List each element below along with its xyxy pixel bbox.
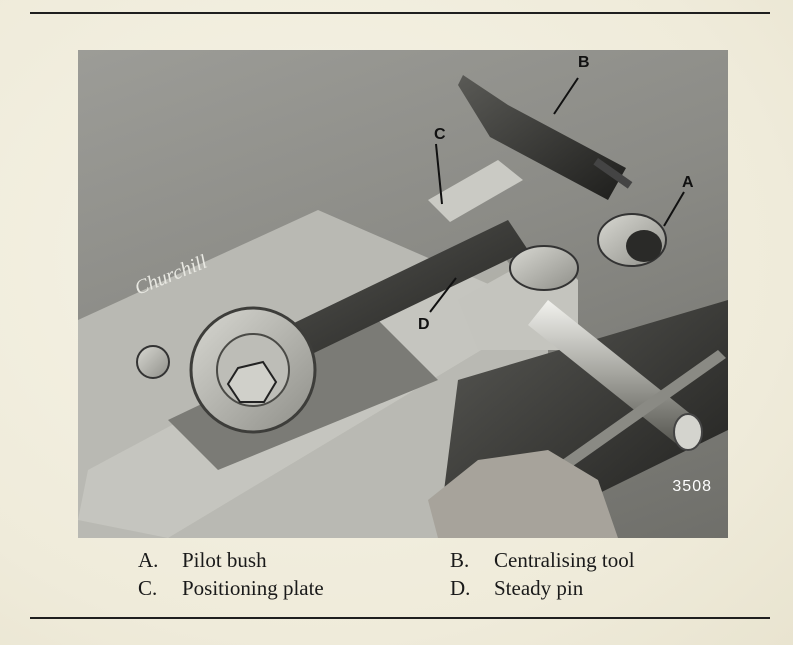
centralising-tool [458,75,626,200]
connecting-rod [238,220,528,380]
caption-text: Steady pin [494,576,584,600]
caption-item-b: B. Centralising tool [450,546,690,574]
callout-d: D [418,316,430,333]
caption-letter: B. [450,548,470,572]
caption-item-d: D. Steady pin [450,574,690,602]
callout-a: A [682,174,694,191]
callout-c: C [434,126,446,143]
caption-item-c: C. Positioning plate [138,574,450,602]
big-end-nut [226,360,278,403]
caption-letter: A. [138,548,159,572]
caption-text: Pilot bush [182,548,267,572]
callout-leader-a [663,191,685,227]
callout-leader-d [429,277,457,313]
mandrel [528,300,698,445]
bottom-rule [30,617,770,619]
callout-leader-b [553,77,579,115]
caption-item-a: A. Pilot bush [138,546,450,574]
caption-list: A. Pilot bush B. Centralising tool C. Po… [138,546,698,602]
caption-text: Positioning plate [182,576,324,600]
fixture-illustration: Churchill [78,75,728,538]
caption-letter: C. [138,576,158,600]
figure-photograph: Churchill [78,50,728,538]
figure-number: 3508 [672,478,712,495]
caption-row: C. Positioning plate D. Steady pin [138,574,698,602]
callout-b: B [578,54,590,71]
caption-row: A. Pilot bush B. Centralising tool [138,546,698,574]
caption-letter: D. [450,576,471,600]
caption-text: Centralising tool [494,548,635,572]
tommy-bar [548,350,726,478]
callout-leader-c [435,143,443,205]
positioning-plate [428,160,523,222]
top-rule [30,12,770,14]
hand [428,450,618,538]
